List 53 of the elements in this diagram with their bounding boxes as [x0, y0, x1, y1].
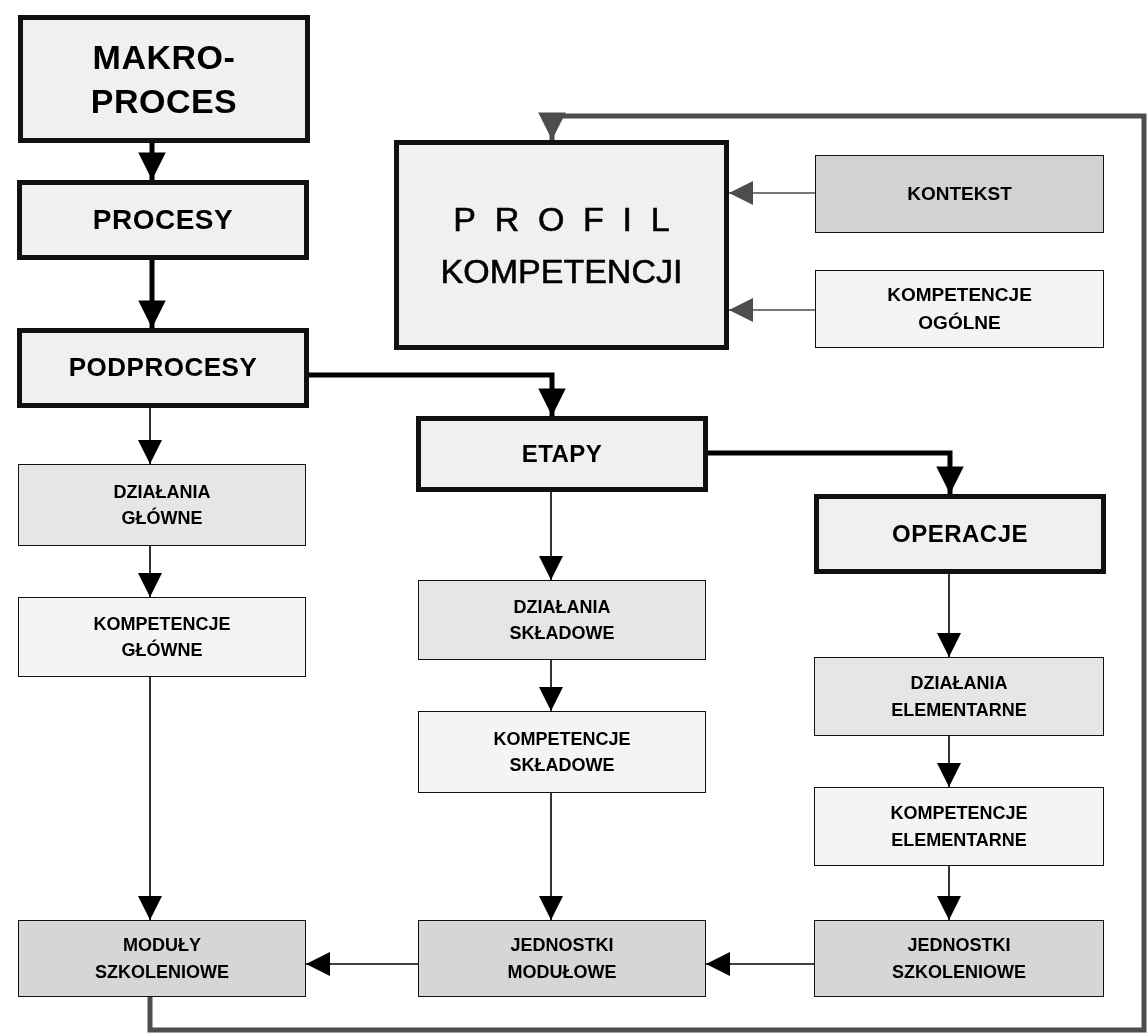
arrow [539, 659, 563, 712]
arrow [937, 573, 961, 658]
box-label: KOMPETENCJE GŁÓWNE [92, 612, 232, 662]
arrow [728, 298, 816, 322]
box-label: PROFIL [453, 198, 689, 240]
arrow [147, 112, 1147, 1033]
process-box [18, 920, 306, 997]
box-label: KONTEKST [907, 182, 1012, 207]
process-box [18, 464, 306, 546]
arrow [539, 491, 563, 581]
arrow [705, 952, 815, 976]
arrow [138, 143, 166, 180]
box-label: PODPROCESY [67, 351, 259, 385]
process-box [17, 180, 309, 260]
arrow [937, 735, 961, 788]
box-label: MAKRO-PROCES [89, 36, 239, 122]
box-label: DZIAŁANIA ELEMENTARNE [890, 672, 1028, 722]
arrow [309, 372, 566, 416]
process-box [418, 580, 706, 660]
arrow [539, 792, 563, 921]
box-label: KOMPETENCJI [440, 251, 683, 292]
arrow [138, 407, 162, 465]
box-label: DZIAŁANIA GŁÓWNE [112, 480, 212, 530]
arrow [138, 676, 162, 921]
process-box [814, 787, 1104, 866]
process-box [17, 328, 309, 408]
process-box [814, 657, 1104, 736]
arrow [708, 450, 964, 494]
arrow [138, 545, 162, 598]
box-label: JEDNOSTKI MODUŁOWE [506, 934, 618, 984]
process-box [418, 711, 706, 793]
process-box [814, 494, 1106, 574]
box-label: KOMPETENCJE OGÓLNE [886, 283, 1033, 335]
process-box [18, 597, 306, 677]
process-box [418, 920, 706, 997]
process-box [814, 920, 1104, 997]
arrow [728, 181, 816, 205]
box-label: PROCESY [91, 202, 235, 237]
process-box [416, 416, 708, 492]
box-label: OPERACJE [890, 519, 1029, 550]
box-label: ETAPY [520, 439, 604, 470]
box-label: MODUŁY SZKOLENIOWE [94, 934, 230, 984]
process-box [18, 15, 310, 143]
box-label: KOMPETENCJE SKŁADOWE [492, 727, 632, 777]
arrow [937, 865, 961, 921]
box-label: KOMPETENCJE ELEMENTARNE [889, 802, 1029, 852]
box-label: DZIAŁANIA SKŁADOWE [508, 595, 616, 645]
process-box [394, 140, 729, 350]
arrow [305, 952, 419, 976]
arrow [138, 260, 166, 328]
process-box [815, 270, 1104, 348]
box-label: JEDNOSTKI SZKOLENIOWE [891, 934, 1027, 984]
process-box [815, 155, 1104, 233]
